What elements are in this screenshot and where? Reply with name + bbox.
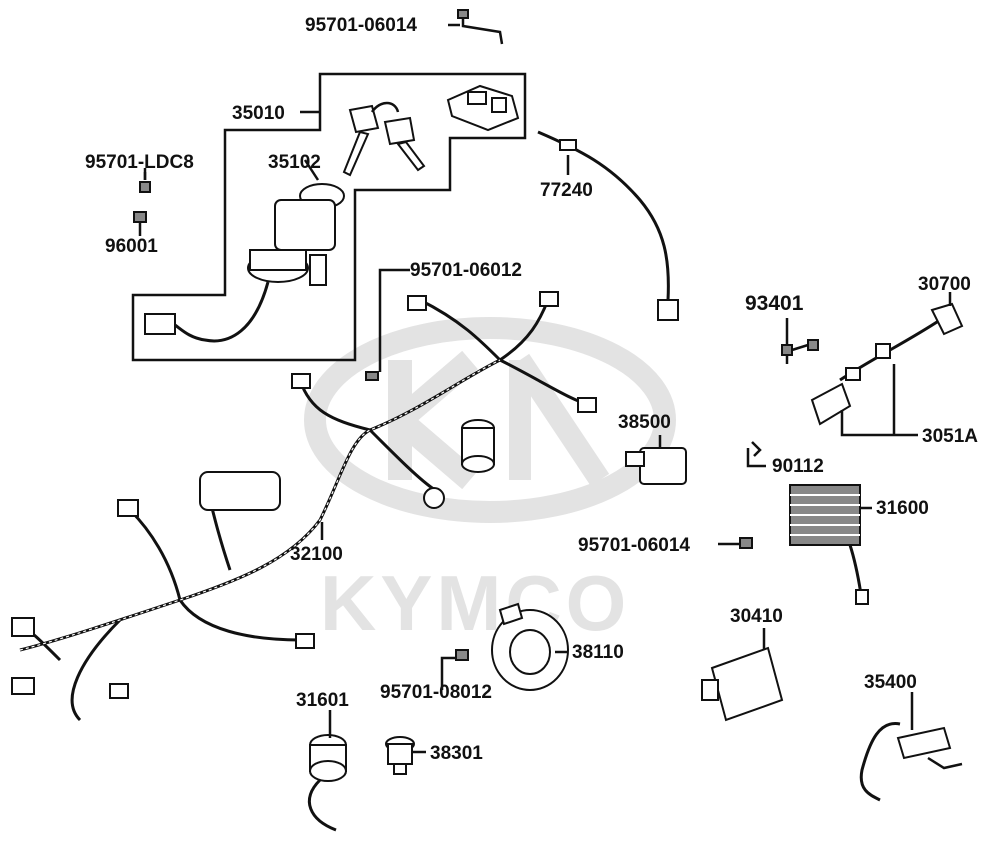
cdi-30410	[701, 646, 784, 722]
ignition-coil	[810, 302, 964, 426]
label-38110: 38110	[572, 642, 624, 663]
label-31601: 31601	[296, 690, 349, 711]
seat-lock-bracket	[446, 84, 520, 132]
ignition-group-outline	[131, 72, 527, 362]
label-35102: 35102	[268, 152, 321, 173]
label-95701-06014-mid: 95701-06014	[578, 535, 690, 556]
label-30410: 30410	[730, 606, 783, 627]
keys-illustration	[342, 101, 426, 177]
label-93401: 93401	[745, 292, 804, 315]
part-labels: 95701-06014 35010 95701-LDC8 35102 96001…	[85, 15, 978, 764]
label-95701-06014-top: 95701-06014	[305, 15, 417, 36]
label-35400: 35400	[864, 672, 917, 693]
seat-cable	[537, 130, 679, 321]
bolt-06012	[365, 371, 379, 381]
relay-38500	[625, 447, 687, 485]
label-95701-ldc8: 95701-LDC8	[85, 152, 194, 173]
washer-96001	[133, 211, 147, 232]
watermark-brand: KYMCO	[320, 559, 630, 647]
socket-31601	[307, 734, 347, 832]
label-3051a: 3051A	[922, 426, 978, 447]
label-96001: 96001	[105, 236, 158, 257]
label-31600: 31600	[876, 498, 929, 519]
label-35010: 35010	[232, 103, 285, 124]
label-95701-06012: 95701-06012	[410, 260, 522, 281]
label-30700: 30700	[918, 274, 971, 295]
regulator-31600	[789, 484, 869, 605]
label-95701-08012: 95701-08012	[380, 682, 492, 703]
clip-90112	[751, 441, 762, 457]
label-77240: 77240	[540, 180, 593, 201]
sensor-35400	[859, 722, 963, 802]
label-90112: 90112	[772, 456, 824, 477]
label-38301: 38301	[430, 743, 483, 764]
ignition-switch	[144, 183, 345, 343]
label-32100: 32100	[290, 544, 343, 565]
bolt-06014-mid	[739, 537, 753, 549]
wire-harness	[11, 291, 597, 722]
horn-38110	[491, 602, 569, 691]
kymco-watermark: KYMCO	[304, 317, 676, 647]
label-38500: 38500	[618, 412, 671, 433]
leader-lines	[138, 23, 952, 754]
switch-38301	[385, 736, 415, 775]
bolt-08012	[455, 649, 469, 661]
screw-top	[457, 9, 504, 45]
